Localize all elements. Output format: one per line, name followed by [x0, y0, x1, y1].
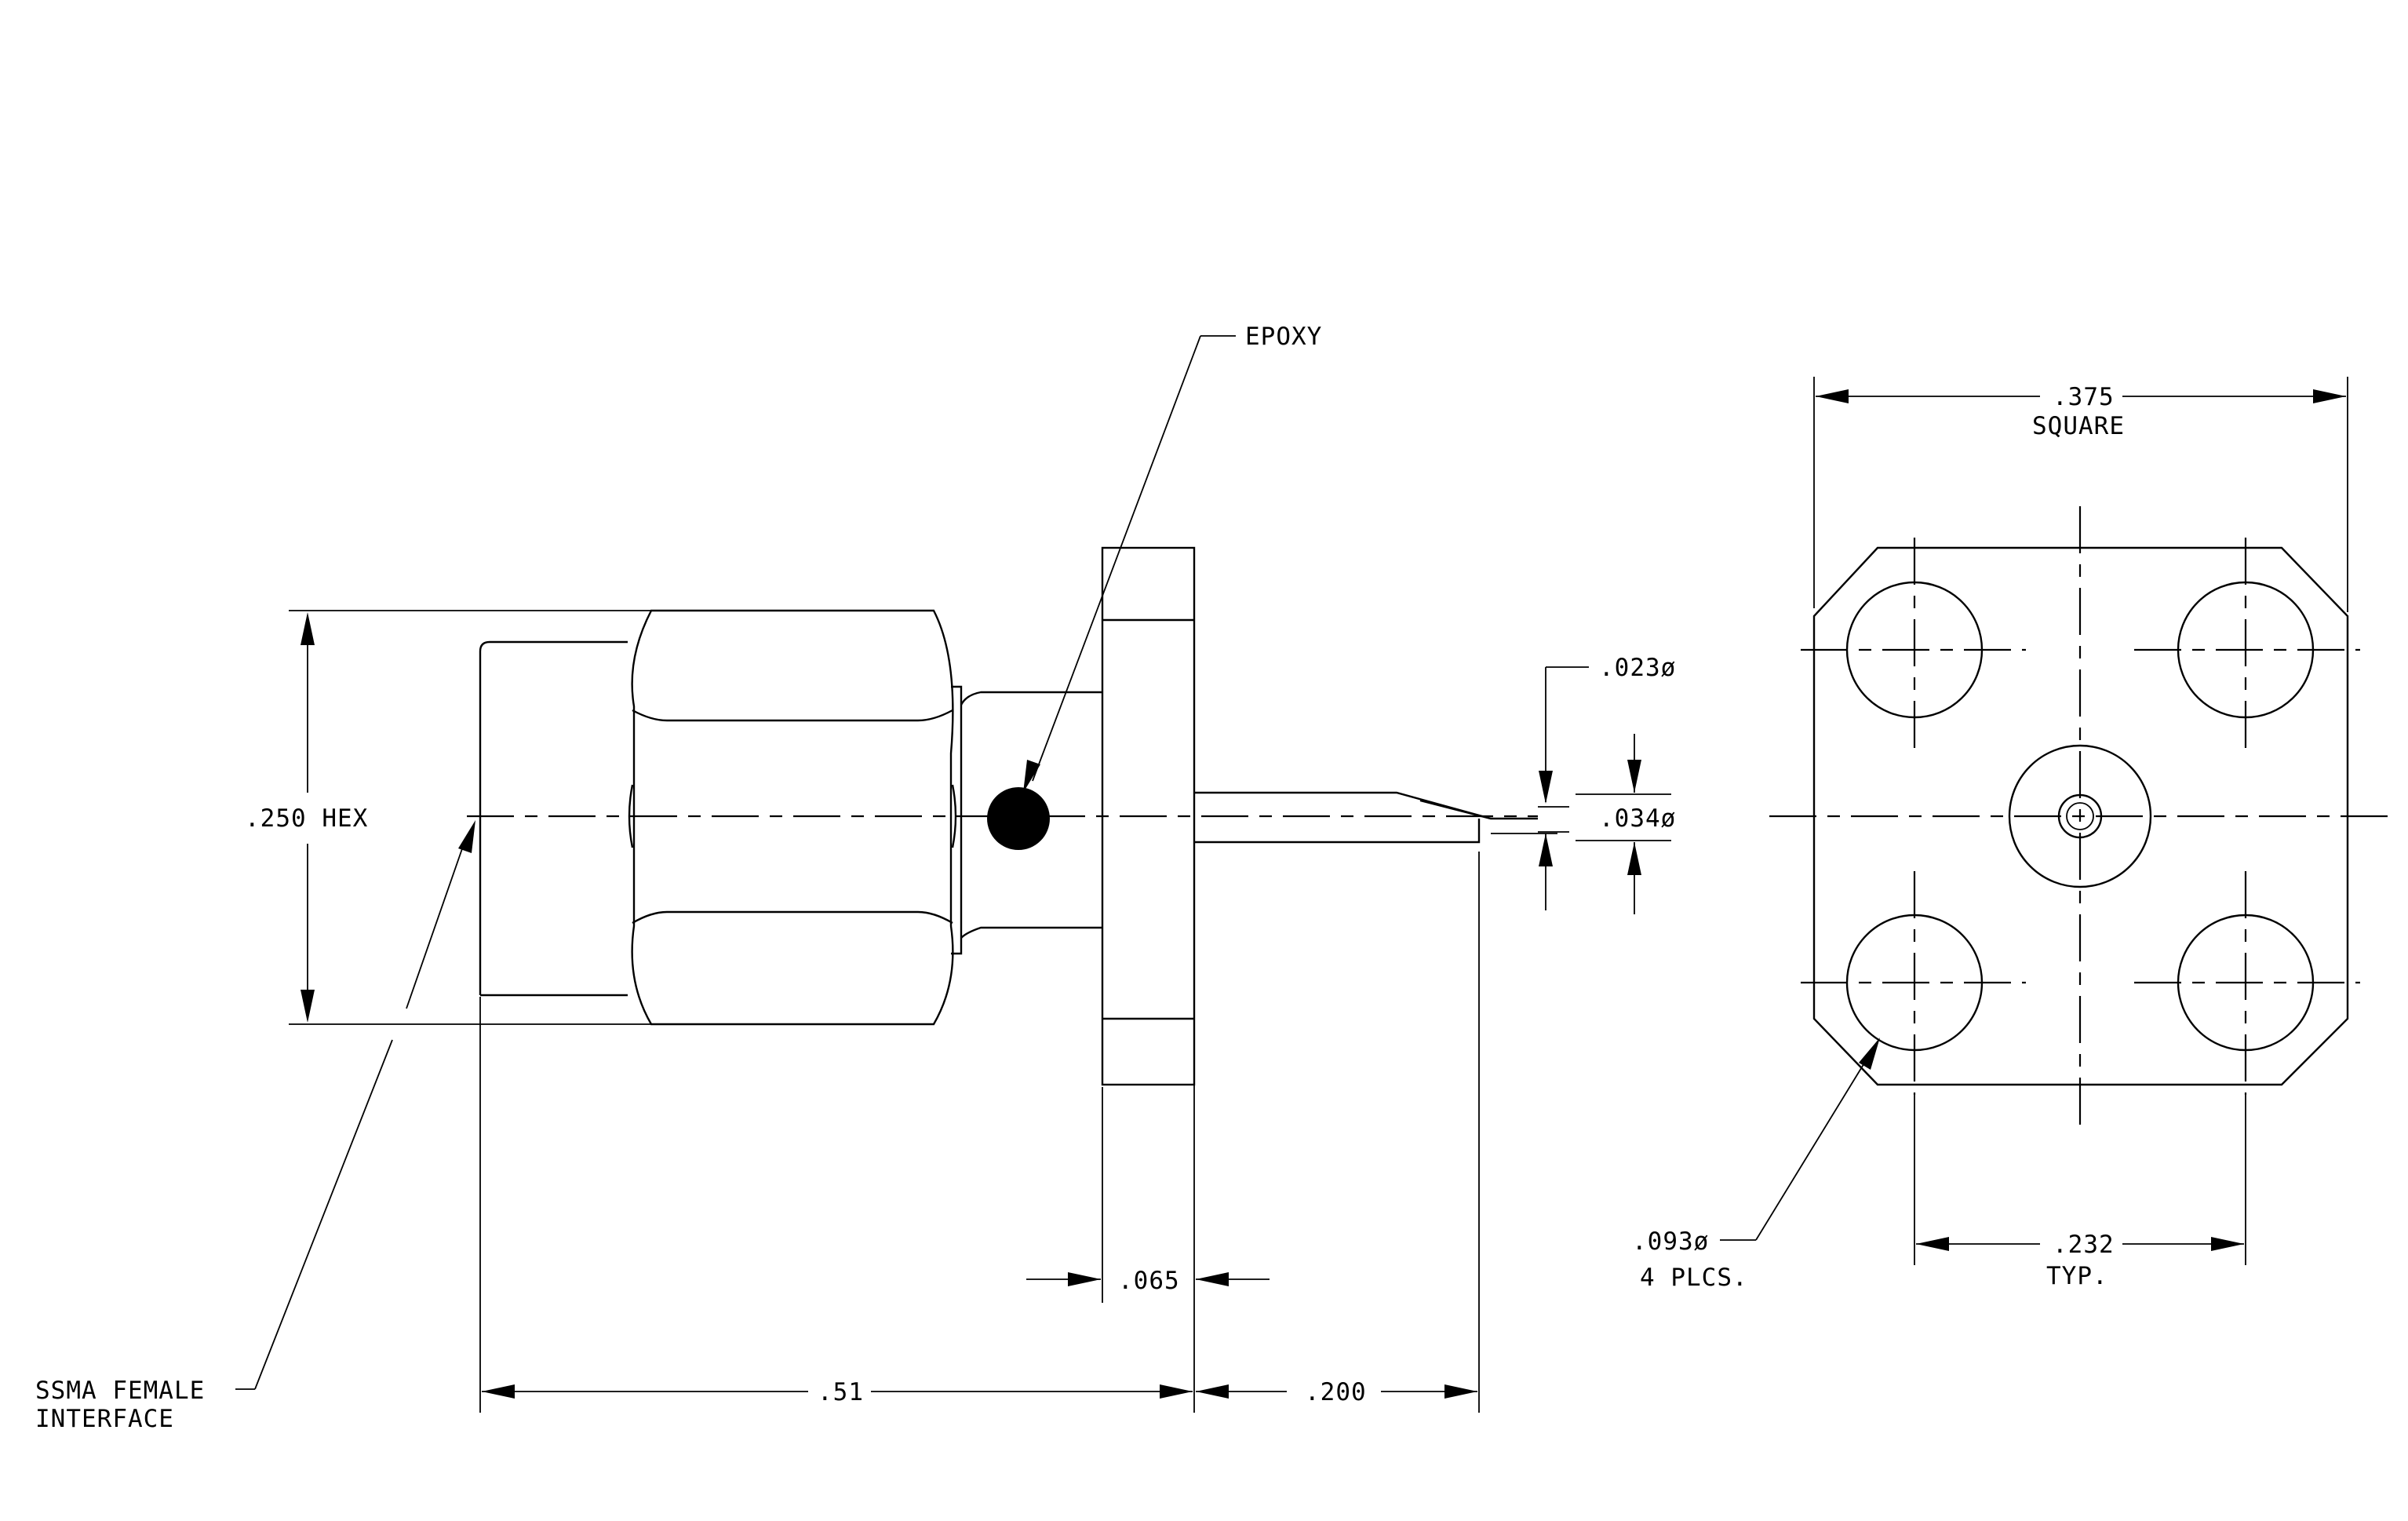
interface-label-line1: SSMA FEMALE [35, 1377, 205, 1405]
hole-diameter-label: .093ø [1632, 1227, 1709, 1256]
hole-spacing-label: .232 [2053, 1231, 2115, 1259]
hole-spacing-dimension: .232 TYP. [1914, 1095, 2246, 1290]
square-word-label: SQUARE [2032, 412, 2125, 440]
hole-spacing-note: TYP. [2046, 1262, 2108, 1290]
square-flange [1812, 546, 2349, 1086]
pin-diameter-dimensions: .023ø .034ø [1538, 654, 1676, 914]
hole-callout: .093ø 4 PLCS. [1632, 1038, 1880, 1292]
overall-length-dimension: .51 [479, 997, 1195, 1413]
interface-body [479, 640, 628, 997]
hex-label: .250 HEX [245, 804, 368, 833]
square-dimension: .375 SQUARE [1813, 377, 2348, 612]
center-pin [1194, 791, 1557, 844]
interface-label-line2: INTERFACE [35, 1405, 174, 1433]
epoxy-callout: EPOXY [1023, 323, 1322, 793]
center-insulator [2008, 744, 2152, 888]
pin-diameter-label: .034ø [1599, 804, 1676, 833]
pin-tip-diameter-label: .023ø [1599, 654, 1676, 682]
flange-thickness-label: .065 [1118, 1267, 1180, 1295]
hole-count-label: 4 PLCS. [1640, 1264, 1748, 1292]
square-dimension-label: .375 [2053, 383, 2115, 411]
side-view: .250 HEX .51 .200 .06 [35, 323, 1676, 1433]
hex-dimension: .250 HEX [245, 610, 651, 1025]
hole-centerlines [1801, 538, 2360, 1095]
pin-length-label: .200 [1305, 1378, 1367, 1406]
interface-callout: SSMA FEMALE INTERFACE [35, 820, 475, 1433]
neck [951, 685, 1102, 955]
pin-length-dimension: .200 [1196, 852, 1480, 1413]
epoxy-dot [987, 787, 1050, 850]
center-pin-inner [2066, 802, 2094, 830]
flange-thickness-dimension: .065 [1026, 1087, 1270, 1303]
front-view: .375 SQUARE .232 TYP. .093ø 4 PLCS. [1632, 377, 2393, 1292]
hex-nut [628, 609, 957, 1026]
epoxy-label: EPOXY [1245, 323, 1322, 351]
overall-length-label: .51 [818, 1378, 864, 1406]
